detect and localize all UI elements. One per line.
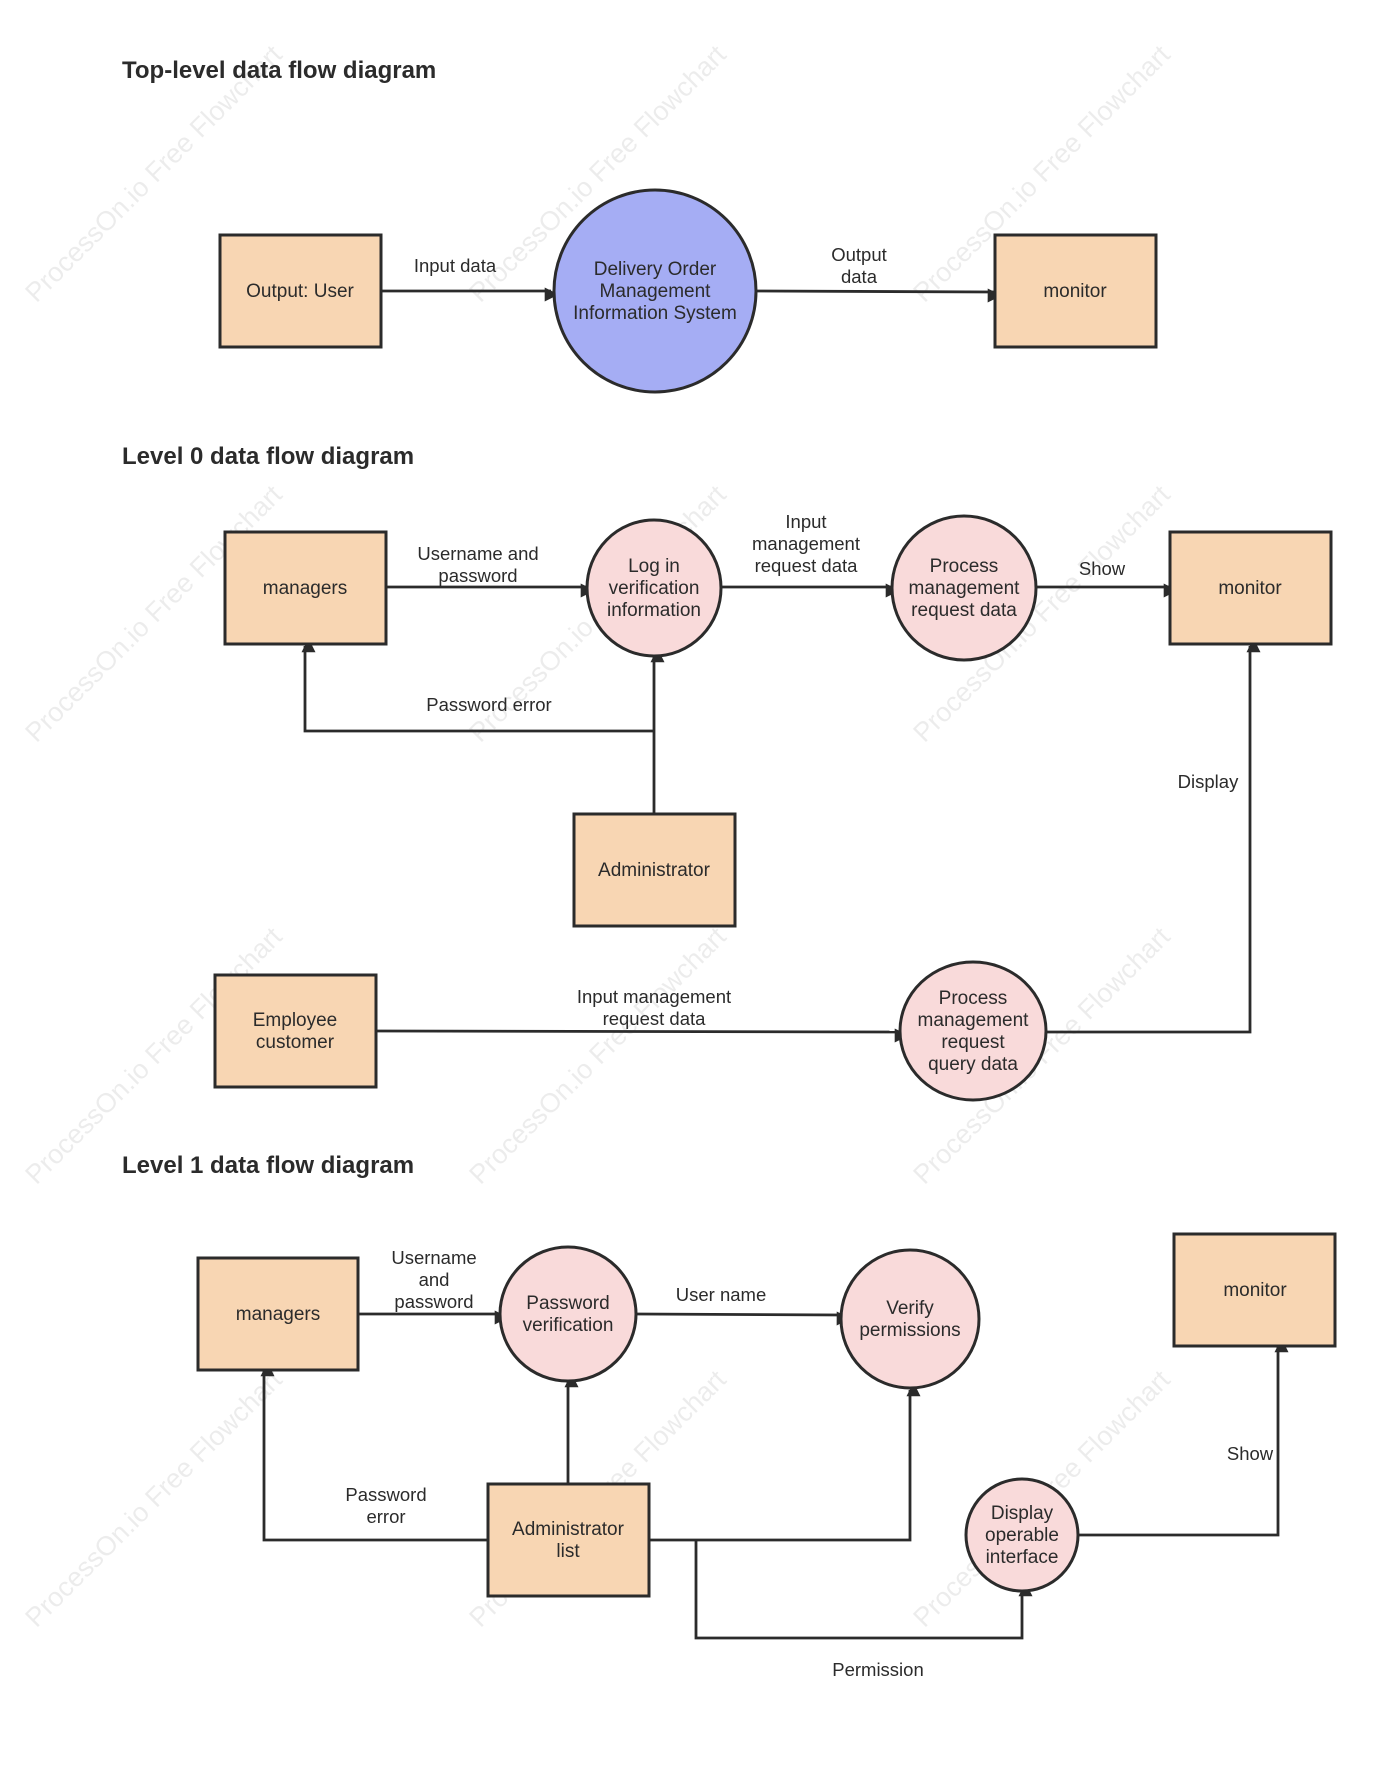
watermark-text: ProcessOn.io Free Flowchart <box>19 1364 288 1633</box>
system-delivery-order-mis <box>552 188 758 394</box>
entity-managers-l0 <box>223 530 388 646</box>
entity-employee-customer <box>213 973 378 1089</box>
process-verify-permissions <box>839 1248 981 1390</box>
entity-managers-l0-label: managers <box>263 578 348 599</box>
entity-monitor-l1 <box>1172 1232 1337 1348</box>
level-0-title: Level 0 data flow diagram <box>122 443 414 470</box>
flow-username-l1-label: User name <box>676 1284 766 1305</box>
flow-display-l0 <box>1046 638 1261 1034</box>
flow-permission-l1 <box>694 1540 1033 1640</box>
process-login-verification <box>585 518 723 658</box>
flow-permission-l1-label: Permission <box>832 1659 924 1680</box>
flow-password-error-l0-label: Password error <box>426 694 551 715</box>
entity-monitor-top <box>993 233 1158 349</box>
watermark-text: ProcessOn.io Free Flowchart <box>463 921 732 1190</box>
entity-administrator-l0-label: Administrator <box>598 860 711 881</box>
flow-show-l0-label: Show <box>1079 558 1126 579</box>
level-1-title: Level 1 data flow diagram <box>122 1152 414 1179</box>
process-password-verification <box>498 1245 638 1383</box>
flow-output-data <box>755 288 1002 303</box>
entity-monitor-top-label: monitor <box>1043 281 1107 302</box>
entity-managers-l1 <box>196 1256 360 1372</box>
flow-password-error-l1 <box>260 1362 488 1542</box>
top-level-diagram: Top-level data flow diagram Output: User… <box>122 57 1158 394</box>
flow-input-data-label: Input data <box>414 255 497 276</box>
entity-monitor-l0 <box>1168 530 1333 646</box>
flow-display-l0-label: Display <box>1178 771 1239 792</box>
flow-adminlist-to-verifyperm <box>649 1382 921 1542</box>
flow-username-l1 <box>636 1311 851 1326</box>
entity-managers-l1-label: managers <box>236 1304 321 1325</box>
flow-password-error-l0 <box>301 638 654 733</box>
entity-monitor-l0-label: monitor <box>1218 578 1282 599</box>
entity-user <box>218 233 383 349</box>
flow-employee-input <box>375 1028 909 1043</box>
entity-user-label: Output: User <box>246 281 354 302</box>
flow-show-l1 <box>1078 1338 1289 1537</box>
top-level-title: Top-level data flow diagram <box>122 57 436 84</box>
entity-administrator-list <box>486 1482 651 1598</box>
process-display-interface <box>964 1477 1080 1593</box>
flow-show-l1-label: Show <box>1227 1443 1274 1464</box>
level-0-diagram: Level 0 data flow diagram managers Log i… <box>122 443 1333 1102</box>
entity-monitor-l1-label: monitor <box>1223 1280 1287 1301</box>
process-query-data <box>898 960 1048 1102</box>
entity-administrator-l0 <box>572 812 737 928</box>
process-management-request <box>890 514 1038 662</box>
level-1-diagram: Level 1 data flow diagram managers Passw… <box>122 1152 1337 1680</box>
